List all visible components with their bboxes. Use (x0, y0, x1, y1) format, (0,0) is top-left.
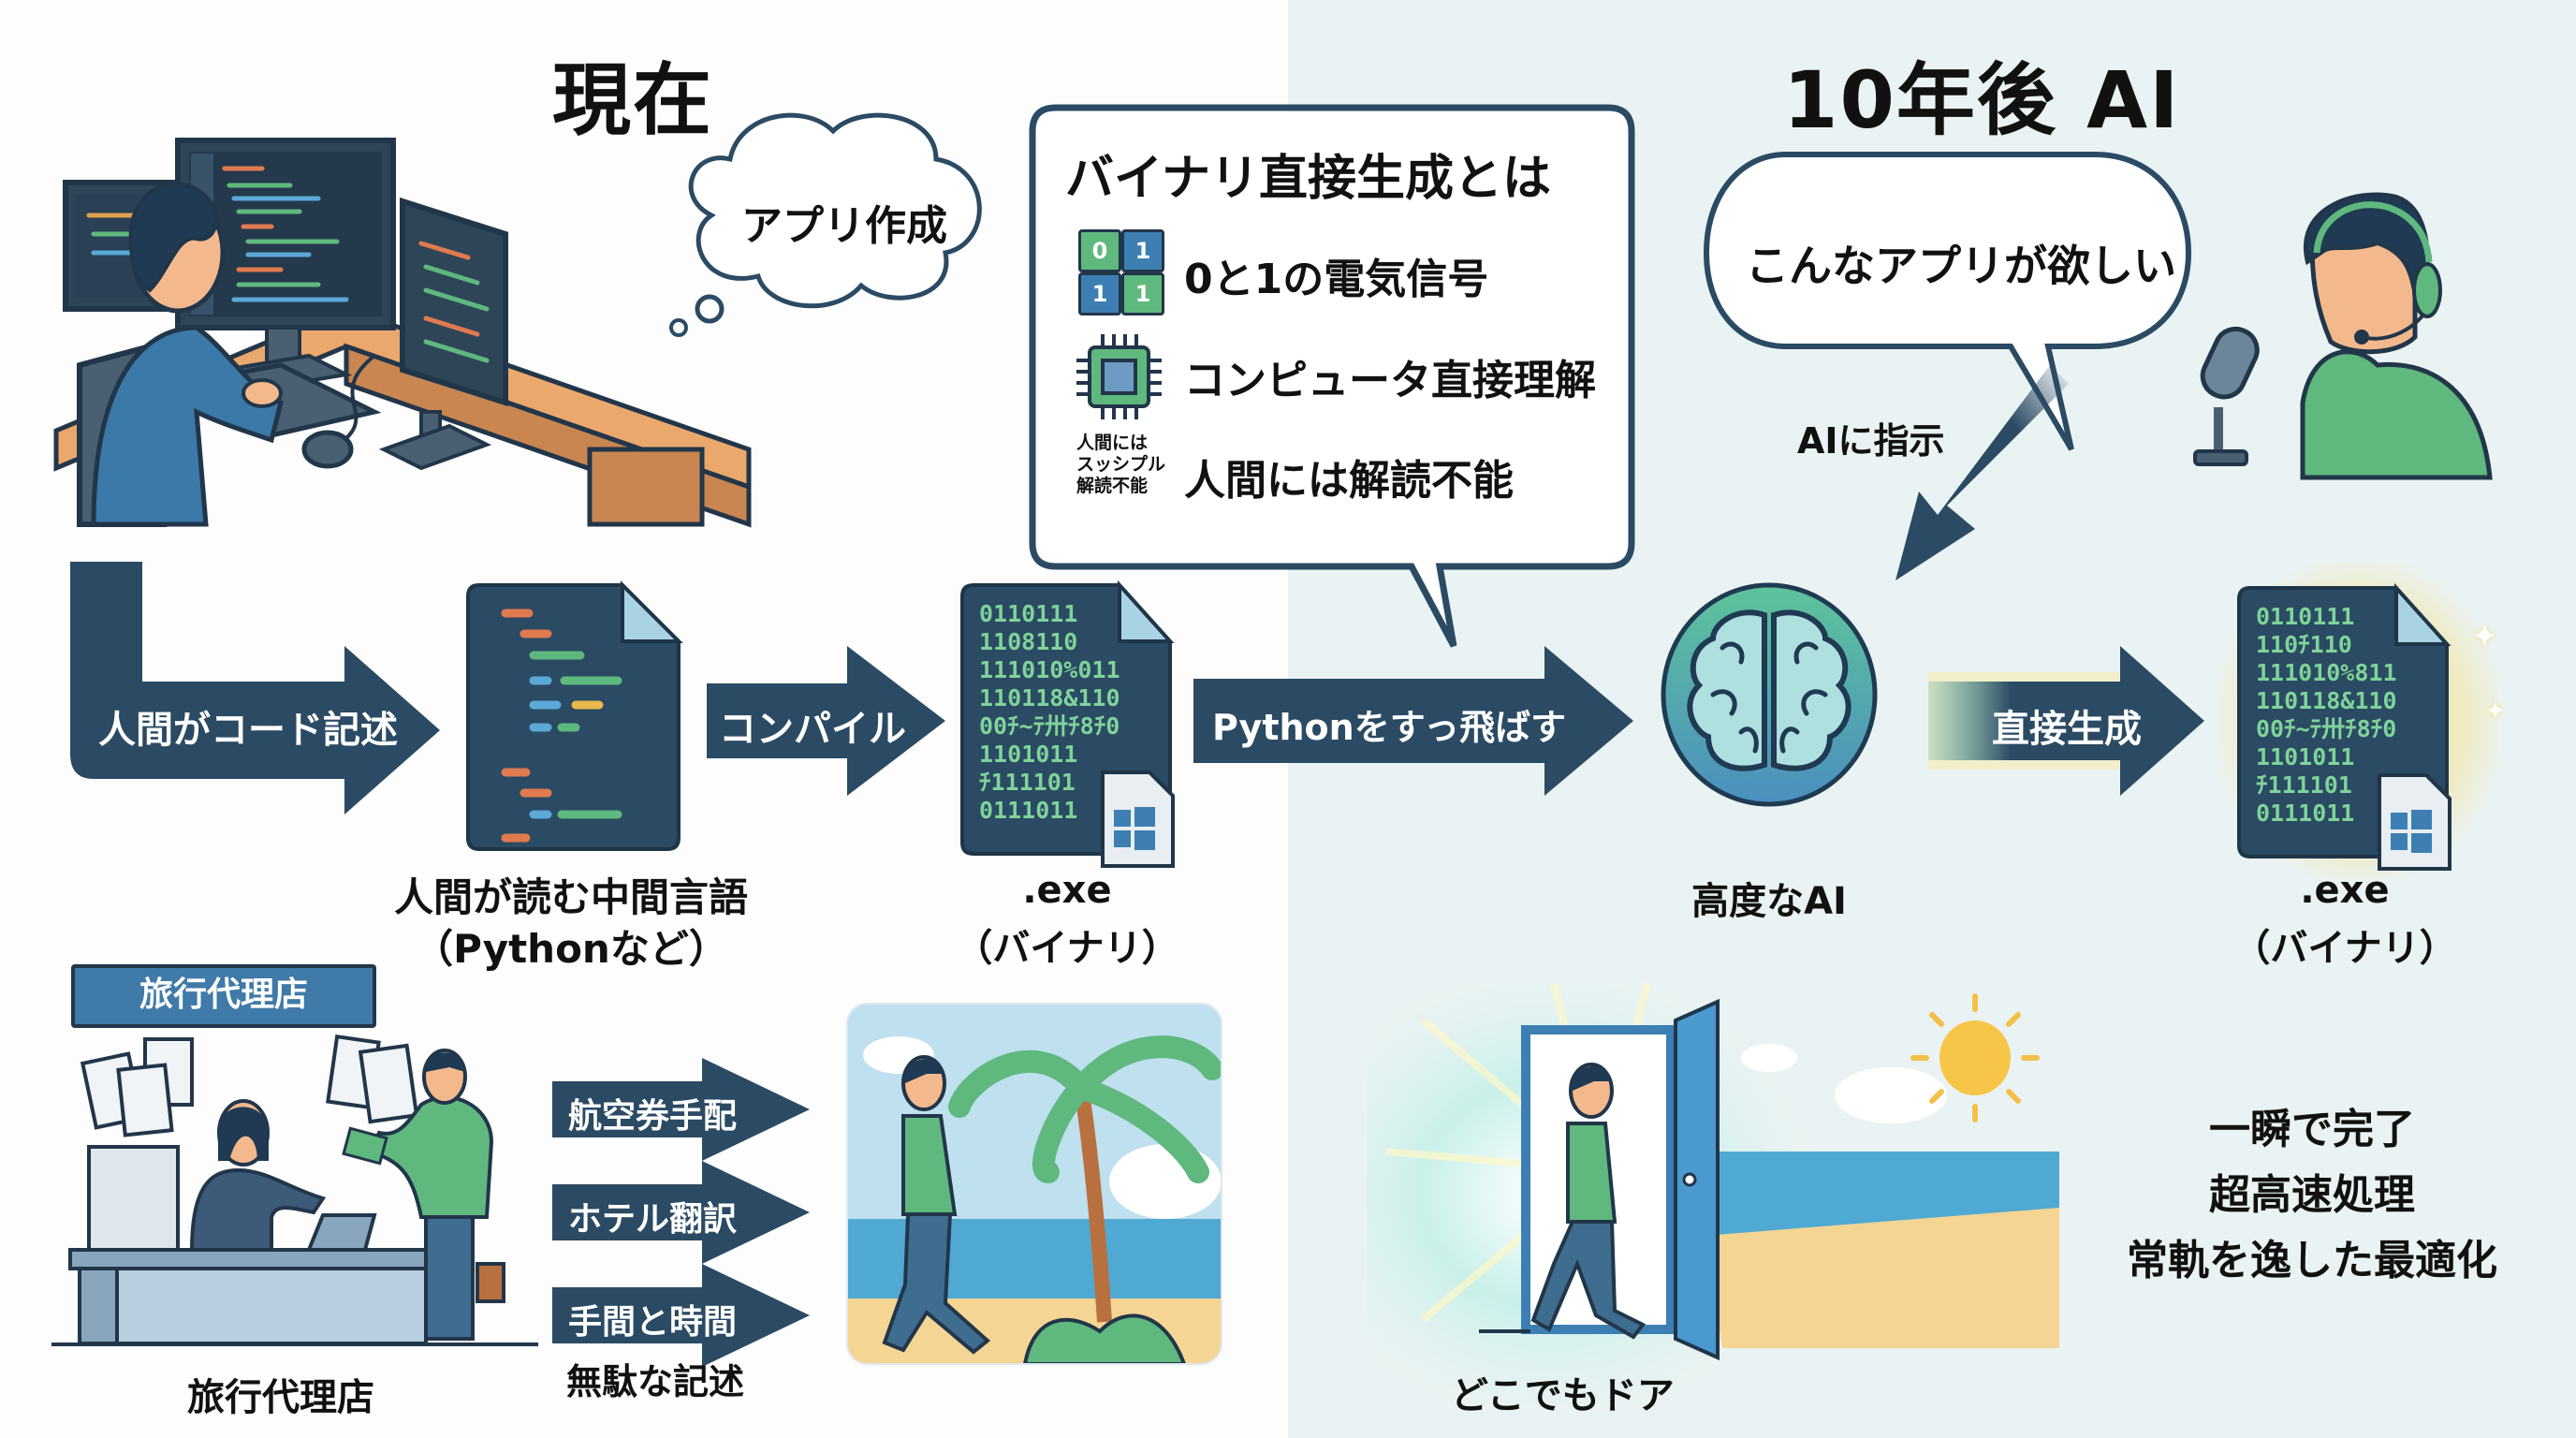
speech-bubble-text: こんなアプリが欲しい (1746, 241, 2176, 291)
windows-exe-icon (1101, 770, 1175, 868)
travel-agency-sign: 旅行代理店 (71, 964, 376, 1028)
instruct-ai-label: AIに指示 (1797, 420, 1945, 462)
info-item-binary-signal: 0と1の電気信号 (1184, 256, 1489, 303)
info-box-title: バイナリ直接生成とは (1065, 151, 1551, 207)
sun-icon (1910, 993, 2040, 1123)
travel-agency-illustration (51, 1034, 538, 1346)
present-title: 現在 (552, 54, 714, 146)
programmer-hair (128, 182, 218, 293)
anywhere-door-caption: どこでもドア (1451, 1374, 1675, 1417)
arrow-label-direct-generate: 直接生成 (1992, 708, 2142, 751)
windows-exe-icon (2378, 773, 2452, 871)
instruct-ai-arrow (1895, 365, 2069, 580)
benefit-instant: 一瞬で完了 (2209, 1106, 2415, 1153)
arrow-label-skip-python: Pythonをすっ飛ばす (1212, 707, 1567, 748)
info-item-unreadable: 人間には解読不能 (1184, 457, 1514, 505)
step-label-hotel: ホテル翻訳 (568, 1200, 738, 1239)
step-label-time: 手間と時間 (568, 1303, 738, 1342)
binary-line: 00ﾁ~ﾃ卅ﾁ8ﾁ0 (979, 712, 1120, 740)
elbow-arrow (70, 562, 440, 814)
binary-line: 110118&110 (2256, 687, 2397, 714)
python-caption-line1: 人間が読む中間言語 (393, 874, 748, 920)
door-knob (1682, 1172, 1697, 1187)
binary-line: 00ﾁ~ﾃ卅ﾁ8ﾁ0 (2256, 715, 2397, 742)
wasteful-description-label: 無駄な記述 (566, 1361, 745, 1402)
binary-line: 0110111 (979, 600, 1078, 627)
headset-earpiece (2412, 262, 2442, 318)
python-source-file-icon (466, 580, 683, 851)
compile-arrow (707, 646, 945, 796)
binary-line: 0111011 (2256, 800, 2355, 827)
exe-caption-future-line2: （バイナリ） (2232, 927, 2457, 970)
skip-python-arrow (1193, 646, 1633, 796)
binary-info-callout (1029, 104, 1635, 648)
binary-line: 110ﾁ110 (2256, 631, 2352, 658)
python-caption-line2: （Pythonなど） (414, 926, 728, 972)
mouse (301, 430, 354, 469)
binary-grid-icon: 0 1 1 1 (1078, 229, 1164, 315)
user-with-headset-illustration (2193, 192, 2493, 480)
speech-bubble (1703, 152, 2192, 451)
programmer-illustration (53, 138, 752, 528)
advanced-ai-caption: 高度なAI (1691, 880, 1847, 923)
benefit-optimization: 常軌を逸した最適化 (2127, 1237, 2497, 1284)
binary-line: 1101011 (2256, 743, 2355, 770)
binary-line: 1108110 (979, 628, 1078, 655)
binary-line: 0110111 (2256, 603, 2355, 630)
sparkle-icon: ✦ (2485, 697, 2506, 726)
step-arrow-2 (552, 1161, 810, 1264)
exe-caption-future-line1: .exe (2300, 869, 2390, 912)
binary-line: ﾁ111101 (2256, 771, 2352, 799)
binary-line: 0111011 (979, 797, 1078, 824)
binary-line: 111010%811 (2256, 659, 2397, 686)
exe-caption-present-line2: （バイナリ） (955, 927, 1179, 970)
beach-destination-illustration (846, 1003, 1222, 1365)
binary-line: 1101011 (979, 741, 1078, 768)
future-title: 10年後 AI (1783, 54, 2181, 146)
thought-bubble-text: アプリ作成 (741, 202, 947, 250)
anywhere-door-illustration (1367, 982, 2059, 1404)
cpu-chip-icon (1076, 334, 1162, 419)
direct-generate-arrow (1928, 646, 2204, 796)
arrow-label-compile: コンパイル (719, 708, 906, 751)
step-label-flight: 航空券手配 (568, 1097, 738, 1136)
exe-caption-present-line1: .exe (1022, 869, 1112, 912)
benefit-fast: 超高速処理 (2209, 1171, 2415, 1219)
ai-brain-icon (1661, 582, 1878, 807)
travel-agency-caption: 旅行代理店 (187, 1376, 374, 1419)
programmer-body (91, 325, 284, 527)
unreadable-note-icon: 人間には スッシプル 解読不能 (1076, 433, 1166, 496)
binary-line: ﾁ111101 (979, 769, 1076, 796)
right-monitor (400, 197, 508, 407)
step-arrow-1 (552, 1058, 810, 1161)
binary-line: 111010%011 (979, 656, 1120, 683)
thought-bubble (669, 112, 982, 337)
briefcase-icon (476, 1262, 505, 1303)
money-icon (342, 1126, 388, 1166)
step-arrow-3 (552, 1264, 810, 1367)
binary-line: 110118&110 (979, 684, 1120, 712)
info-item-computer-understands: コンピュータ直接理解 (1184, 357, 1596, 404)
arrow-label-write-code: 人間がコード記述 (98, 709, 398, 752)
microphone-icon (2200, 326, 2260, 400)
sparkle-icon: ✦ (2471, 618, 2498, 655)
